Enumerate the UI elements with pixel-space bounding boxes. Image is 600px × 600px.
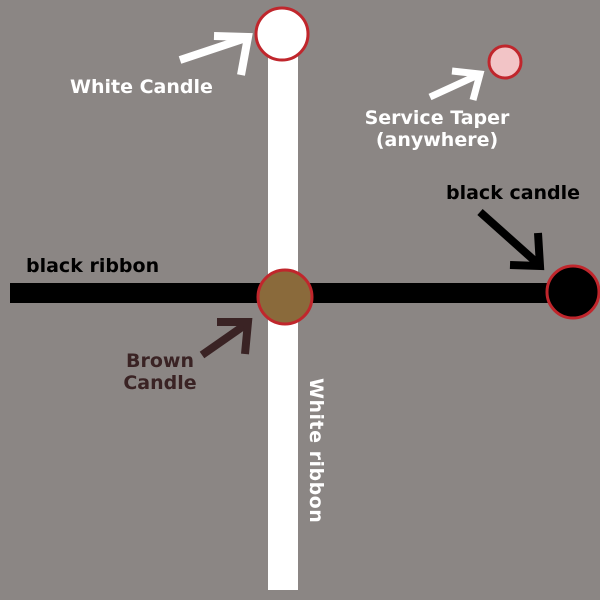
white-candle (254, 6, 310, 62)
white-candle-arrow (178, 32, 253, 76)
brown-candle-label: Brown Candle (118, 350, 202, 394)
brown-candle-label-line2: Candle (123, 372, 197, 394)
service-taper-arrow (428, 67, 485, 101)
black-candle-label: black candle (446, 182, 581, 204)
service-taper (487, 44, 523, 80)
service-taper-label-line1: Service Taper (364, 107, 510, 129)
service-taper-label-line2: (anywhere) (375, 129, 499, 151)
white-candle-label: White Candle (70, 76, 213, 98)
brown-candle-label-line1: Brown (126, 350, 194, 372)
black-ribbon-label: black ribbon (26, 255, 160, 277)
white-ribbon-label: White ribbon (305, 378, 327, 524)
black-candle-arrow (477, 209, 545, 271)
service-taper-label: Service Taper (anywhere) (362, 107, 512, 151)
brown-candle (256, 268, 314, 326)
brown-candle-arrow (199, 318, 253, 359)
black-candle (545, 264, 600, 320)
